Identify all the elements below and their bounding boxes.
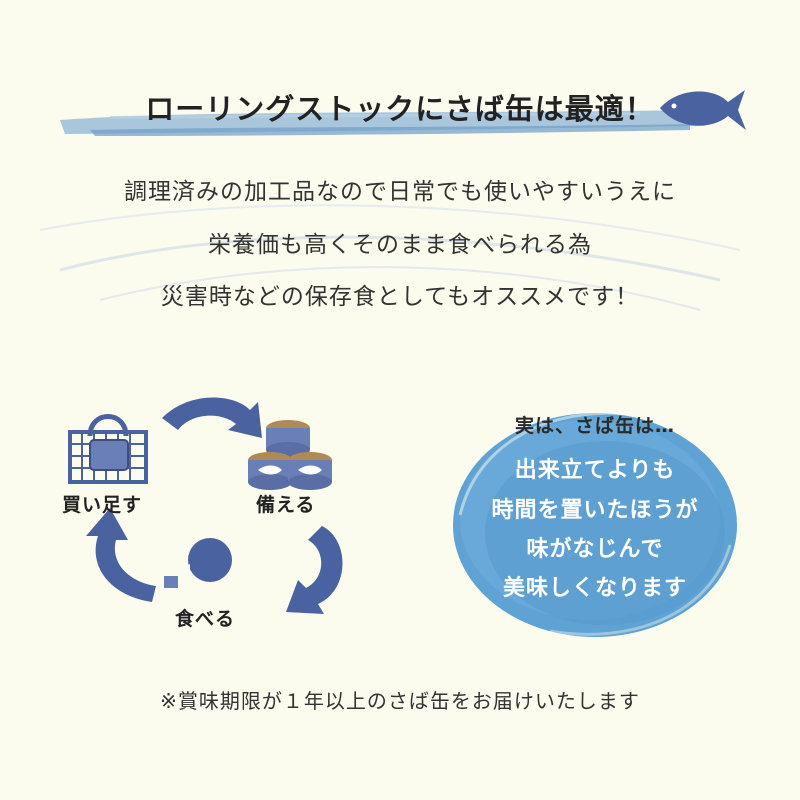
info-bubble xyxy=(453,411,737,637)
footnote: ※賞味期限が１年以上のさば缶をお届けいたします xyxy=(160,689,640,713)
body-line-1: 調理済みの加工品なので日常でも使いやすいうえに xyxy=(124,179,676,205)
arrow-top-icon xyxy=(162,397,262,438)
cycle-step-eat: 食べる xyxy=(175,608,236,630)
fish-icon xyxy=(660,90,746,130)
cycle-diagram xyxy=(68,397,343,614)
brush-stroke xyxy=(60,110,705,136)
arrow-left-icon xyxy=(86,508,156,602)
bubble-heading: 実は、さば缶は… xyxy=(514,415,675,437)
arrow-right-icon xyxy=(286,526,343,614)
title-banner: ローリングストックにさば缶は最適！ xyxy=(0,70,800,150)
bubble-line-2: 時間を置いたほうが xyxy=(491,498,699,523)
basket-icon xyxy=(68,414,148,484)
cycle-step-prepare: 備える xyxy=(256,494,316,516)
page-title: ローリングストックにさば缶は最適！ xyxy=(145,92,655,126)
body-line-3: 災害時などの保存食としてもオススメです！ xyxy=(160,284,640,310)
bubble-line-1: 出来立てよりも xyxy=(514,458,676,483)
eating-person-icon xyxy=(164,538,232,588)
background-waves xyxy=(39,204,741,311)
canned-mackerel-icon xyxy=(248,420,332,490)
body-line-2: 栄養価も高くそのまま食べられる為 xyxy=(208,232,592,258)
bubble-line-3: 味がなじんで xyxy=(526,537,664,562)
bubble-line-4: 美味しくなります xyxy=(502,576,687,601)
cycle-step-buy: 買い足す xyxy=(62,494,143,516)
